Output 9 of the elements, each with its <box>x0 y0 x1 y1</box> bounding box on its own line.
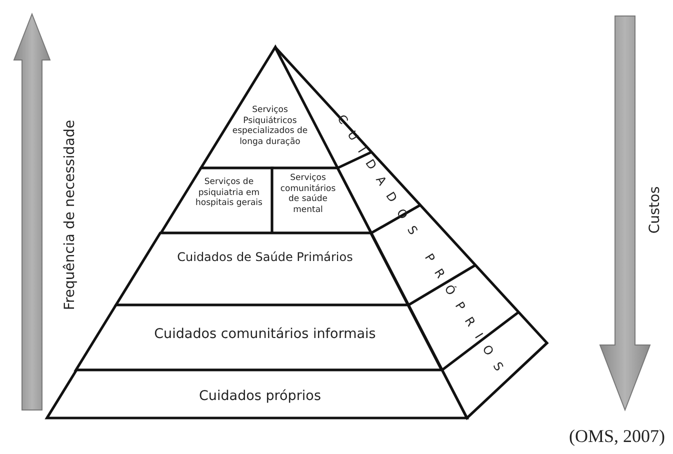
tier-label: Cuidados de Saúde Primários <box>176 250 354 265</box>
tier-label: Serviços Psiquiátricos especializados de longa duração <box>232 105 308 148</box>
tier-label: Serviços de psiquiatria em hospitais gerais <box>194 177 264 209</box>
axis-label: Frequência de necessidade <box>62 120 78 310</box>
tier-label: Cuidados próprios <box>198 388 322 405</box>
axis-label: Custos <box>647 186 663 234</box>
tier-label: Cuidados comunitários informais <box>153 326 377 343</box>
caption: (OMS, 2007) <box>568 426 665 447</box>
tier-label: Serviços comunitários de saúde mental <box>279 173 337 216</box>
